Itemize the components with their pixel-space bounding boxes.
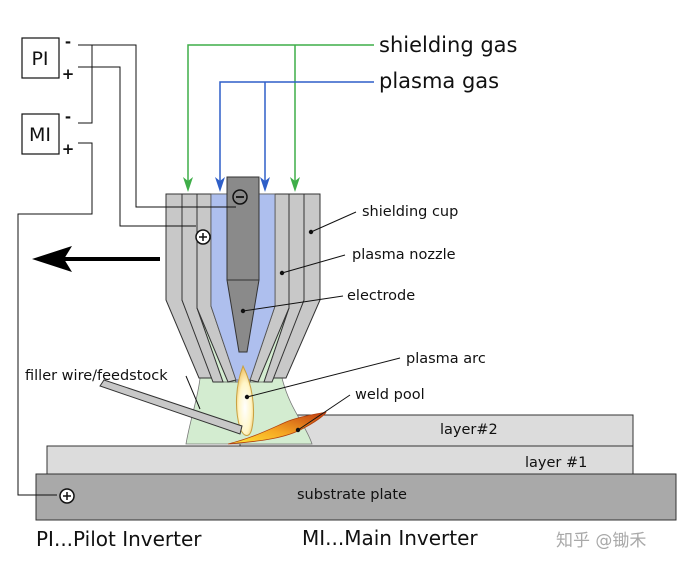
plasma-nozzle-label: plasma nozzle: [352, 247, 456, 263]
weld-pool: [227, 411, 327, 445]
plasma-gas-arrow-left-icon: [215, 177, 225, 192]
substrate-plate-label: substrate plate: [297, 487, 407, 503]
shielding-gas-line-left: [187, 44, 374, 186]
leader-weld-pool: [297, 394, 351, 431]
mi-minus-sign: -: [65, 108, 71, 126]
pi-plus-wire: [78, 66, 196, 227]
leader-electrode: [242, 295, 344, 312]
arrow-head-icon: [32, 246, 72, 272]
pi-plus-sign: +: [62, 65, 75, 83]
plasma-arc-label: plasma arc: [406, 351, 486, 367]
weld-pool-label: weld pool: [355, 387, 425, 403]
substrate-plate: [35, 473, 677, 521]
leader-plasma-nozzle: [281, 254, 346, 274]
main-inverter-box: [21, 113, 60, 155]
layer-1: [46, 445, 634, 475]
shielding-gas-label: shielding gas: [379, 33, 517, 57]
shielding-cup-label: shielding cup: [362, 204, 458, 220]
plasma-gas-arrow-right-icon: [260, 177, 270, 192]
leader-shielding-cup: [310, 211, 357, 233]
electrode-minus-icon: [232, 189, 248, 205]
pi-minus-sign: -: [65, 33, 71, 51]
layer-2-label: layer#2: [440, 422, 498, 438]
pilot-inverter-box: [21, 37, 60, 79]
electrode-label: electrode: [347, 288, 415, 304]
main-inverter-label: MI: [29, 124, 51, 146]
shielding-gas-arrow-left-icon: [183, 177, 193, 192]
mi-plus-wire: [17, 142, 93, 496]
pi-minus-wire: [78, 44, 236, 208]
pilot-inverter-label: PI: [31, 48, 48, 70]
filler-wire: [99, 379, 243, 435]
electrode-tip: [226, 279, 260, 353]
watermark: 知乎 @锄禾: [556, 531, 646, 551]
shielding-gas-arrow-right-icon: [290, 177, 300, 192]
layer-1-label: layer #1: [525, 455, 587, 471]
legend-main-inverter: MI...Main Inverter: [302, 526, 478, 550]
leader-filler-wire: [185, 375, 201, 410]
electrode-body: [226, 176, 260, 281]
plasma-gas-label: plasma gas: [379, 69, 499, 93]
mi-minus-wire: [78, 45, 93, 124]
mi-plus-sign: +: [62, 140, 75, 158]
leader-plasma-arc: [246, 357, 401, 398]
filler-wire-label: filler wire/feedstock: [25, 368, 168, 384]
plasma-gas-line: [219, 81, 374, 186]
plasma-arc-flame: [235, 364, 255, 436]
legend-pilot-inverter: PI...Pilot Inverter: [36, 527, 202, 551]
